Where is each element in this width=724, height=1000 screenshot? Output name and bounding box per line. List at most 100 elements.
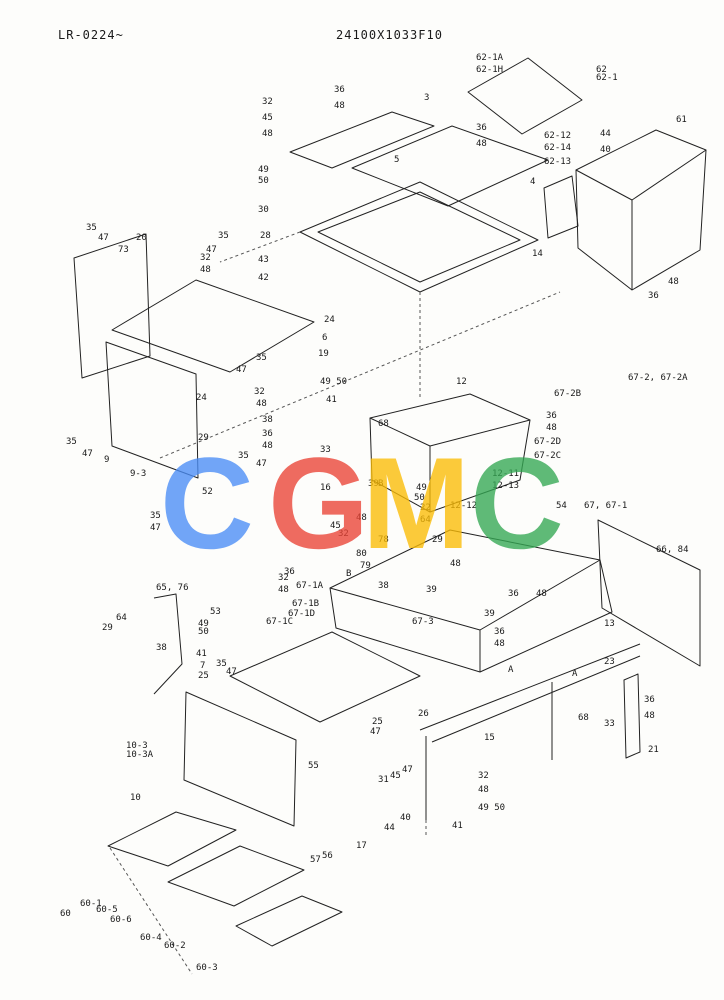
callout-125: 26 xyxy=(418,709,429,719)
callout-6: 48 xyxy=(334,101,345,111)
callout-91: 48 xyxy=(450,559,461,569)
callout-105: 67-1D xyxy=(288,609,315,619)
callout-35: 48 xyxy=(200,265,211,275)
callout-56: 24 xyxy=(196,393,207,403)
callout-70: 12-13 xyxy=(492,481,519,491)
part-outlines xyxy=(73,57,707,975)
callout-133: 10-3A xyxy=(126,750,154,760)
callout-51: 48 xyxy=(546,423,557,433)
callout-62: 33 xyxy=(320,445,331,455)
callout-7: 3 xyxy=(424,93,429,103)
callout-72: 67-2C xyxy=(534,451,561,461)
callout-124: 25 xyxy=(198,671,209,681)
frame-14 xyxy=(299,181,539,293)
callout-154: 60-3 xyxy=(196,963,218,973)
callout-139: 48 xyxy=(478,785,489,795)
callout-137: 47 xyxy=(402,765,413,775)
callout-15: 40 xyxy=(600,145,611,155)
front-panel-9 xyxy=(105,341,199,479)
callout-11: 36 xyxy=(476,123,487,133)
callout-108: 49 xyxy=(198,619,209,629)
callout-45: 49 50 xyxy=(320,377,347,387)
callout-1: 62-1A xyxy=(476,53,504,63)
callout-121: 68 xyxy=(578,713,589,723)
callout-111: 35 xyxy=(216,659,227,669)
callout-102: 65, 76 xyxy=(156,583,189,593)
callout-95: 48 xyxy=(278,585,289,595)
callout-153: 60-2 xyxy=(164,941,186,951)
callout-44: 48 xyxy=(256,399,267,409)
callout-93: B xyxy=(346,569,351,579)
callout-52: 35 xyxy=(66,437,77,447)
callout-75: 16 xyxy=(320,483,331,493)
callout-36: 43 xyxy=(258,255,269,265)
callout-66: 39 xyxy=(368,479,379,489)
callout-78: 12-12 xyxy=(450,501,477,511)
callout-60: 48 xyxy=(262,441,273,451)
callout-49: 67-2, 67-2A xyxy=(628,373,688,383)
rail-15 xyxy=(419,643,641,731)
callout-117: 48 xyxy=(494,639,505,649)
callout-147: 17 xyxy=(356,841,367,851)
front-door-10 xyxy=(183,691,297,827)
callout-28: 35 xyxy=(86,223,97,233)
callout-42: 19 xyxy=(318,349,329,359)
callout-77: 64 xyxy=(420,515,431,525)
callout-122: 33 xyxy=(604,719,615,729)
bottom-panel-60-1 xyxy=(107,811,237,867)
model-range-label: LR-0224~ xyxy=(58,28,124,42)
callout-131: 21 xyxy=(648,745,659,755)
callout-129: 36 xyxy=(644,695,655,705)
drawing-number-label: 24100X1033F10 xyxy=(336,28,443,42)
enclosure-12 xyxy=(369,393,531,513)
callout-107: 64 xyxy=(116,613,127,623)
callout-27: 36 xyxy=(648,291,659,301)
callout-54: 9 xyxy=(104,455,109,465)
callout-16: 62-14 xyxy=(544,143,571,153)
callout-37: 42 xyxy=(258,273,269,283)
callout-86: 80 xyxy=(356,549,367,559)
callout-57: 29 xyxy=(198,433,209,443)
plate-4 xyxy=(351,125,549,207)
callout-13: 62-12 xyxy=(544,131,571,141)
callout-141: 40 xyxy=(400,813,411,823)
callout-100: 67-3 xyxy=(412,617,434,627)
cover-24 xyxy=(111,279,315,373)
callout-127: 47 xyxy=(370,727,381,737)
top-panel-62 xyxy=(467,57,583,135)
callout-29: 47 xyxy=(98,233,109,243)
callout-112: 47 xyxy=(226,667,237,677)
callout-81: 47 xyxy=(150,523,161,533)
callout-31: 20 xyxy=(136,233,147,243)
bracket-65 xyxy=(153,593,183,695)
callout-145: 57 xyxy=(310,855,321,865)
callout-14: 44 xyxy=(600,129,611,139)
callout-119: A xyxy=(572,669,578,679)
callout-21: 50 xyxy=(258,176,269,186)
callout-130: 48 xyxy=(644,711,655,721)
callout-134: 55 xyxy=(308,761,319,771)
callout-33: 47 xyxy=(206,245,217,255)
callout-40: 35 xyxy=(256,353,267,363)
callout-79: 67, 67-1 xyxy=(584,501,627,511)
callout-120: A xyxy=(508,665,514,675)
side-panel-73 xyxy=(73,233,151,379)
back-panel-66 xyxy=(597,519,701,667)
callout-87: 79 xyxy=(360,561,371,571)
callout-39: 6 xyxy=(322,333,327,343)
callout-8: 32 xyxy=(262,97,273,107)
callout-43: 32 xyxy=(254,387,265,397)
callout-26: 48 xyxy=(668,277,679,287)
callout-38: 24 xyxy=(324,315,335,325)
callout-63: 35 xyxy=(238,451,249,461)
callout-128: 15 xyxy=(484,733,495,743)
callout-135: 31 xyxy=(378,775,389,785)
grille-7 xyxy=(229,631,421,723)
top-plate xyxy=(289,111,435,169)
callout-19: 5 xyxy=(394,155,399,165)
main-body-67 xyxy=(329,529,613,673)
callout-136: 45 xyxy=(390,771,401,781)
callout-80: 35 xyxy=(150,511,161,521)
callout-67: 49 xyxy=(416,483,427,493)
callout-20: 49 xyxy=(258,165,269,175)
